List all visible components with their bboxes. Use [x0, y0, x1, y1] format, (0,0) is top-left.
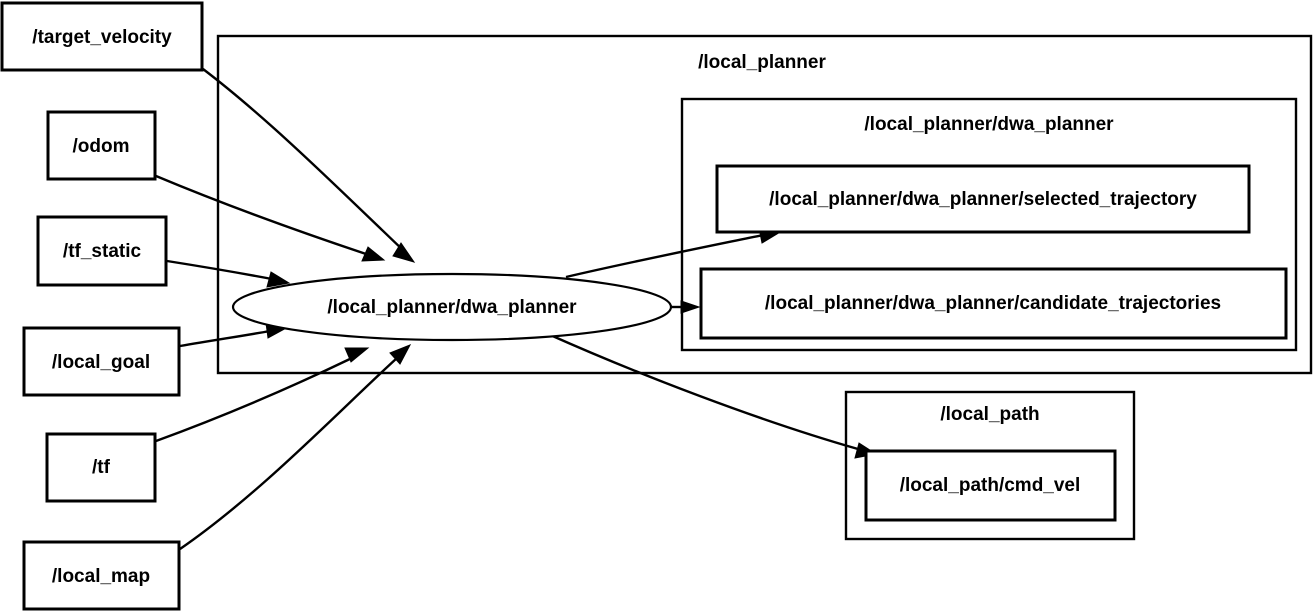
arrowhead-icon — [389, 344, 412, 365]
cluster-dwa-planner-namespace-border — [680, 97, 1298, 352]
topic-node-cmd-vel[interactable]: /local_path/cmd_vel — [864, 449, 1117, 522]
arrowhead-icon — [344, 347, 370, 363]
edge-line — [202, 68, 406, 253]
topic-node-local-map-label: /local_map — [52, 566, 150, 587]
topic-node-target-velocity-box[interactable] — [0, 1, 204, 72]
topic-node-local-goal[interactable]: /local_goal — [22, 326, 181, 397]
topic-node-tf-box[interactable] — [45, 432, 157, 503]
topic-node-selected-trajectory[interactable]: /local_planner/dwa_planner/selected_traj… — [715, 164, 1251, 234]
edge-tf-to-dwa-planner — [155, 347, 370, 443]
topic-node-local-goal-box[interactable] — [22, 326, 181, 397]
topic-node-odom-label: /odom — [73, 136, 130, 157]
topic-node-local-goal-label: /local_goal — [52, 352, 150, 373]
process-node-dwa-planner-label: /local_planner/dwa_planner — [327, 297, 577, 318]
topic-node-tf-static-label: /tf_static — [63, 241, 142, 262]
edge-line — [166, 259, 273, 281]
topic-node-target-velocity[interactable]: /target_velocity — [0, 1, 204, 72]
topic-node-candidate-trajectories-box[interactable] — [699, 267, 1288, 340]
topic-node-cmd-vel-box[interactable] — [864, 449, 1117, 522]
topic-node-tf-static-box[interactable] — [36, 215, 168, 287]
topic-node-odom[interactable]: /odom — [46, 110, 157, 181]
cluster-dwa-planner-namespace-label: /local_planner/dwa_planner — [864, 114, 1114, 135]
cluster-local-path-border — [844, 390, 1136, 541]
topic-node-tf-label: /tf — [92, 457, 111, 478]
edge-odom-to-dwa-planner — [155, 174, 386, 262]
edge-tf-static-to-dwa-planner — [166, 259, 291, 288]
arrowhead-icon — [266, 271, 291, 288]
edge-local-map-to-dwa-planner — [179, 344, 412, 550]
topic-node-selected-trajectory-label: /local_planner/dwa_planner/selected_traj… — [769, 189, 1197, 210]
edge-line — [155, 174, 373, 258]
cluster-local-planner: /local_planner — [216, 34, 1313, 375]
topic-node-tf[interactable]: /tf — [45, 432, 157, 503]
arrowhead-icon — [392, 242, 416, 263]
edge-line — [565, 233, 764, 279]
edge-line — [155, 356, 353, 443]
topic-node-selected-trajectory-box[interactable] — [715, 164, 1251, 234]
edge-target-velocity-to-dwa-planner — [202, 68, 416, 263]
topic-node-cmd-vel-label: /local_path/cmd_vel — [900, 475, 1081, 496]
arrowhead-icon — [680, 300, 701, 314]
cluster-local-planner-label: /local_planner — [698, 52, 826, 73]
topic-node-candidate-trajectories-label: /local_planner/dwa_planner/candidate_tra… — [765, 293, 1221, 314]
cluster-local-path-label: /local_path — [940, 404, 1039, 425]
topic-node-local-map[interactable]: /local_map — [22, 540, 181, 611]
topic-node-target-velocity-label: /target_velocity — [32, 27, 172, 48]
edge-line — [547, 332, 859, 451]
topic-node-local-map-box[interactable] — [22, 540, 181, 611]
cluster-local-planner-border — [216, 34, 1313, 375]
cluster-dwa-planner-namespace: /local_planner/dwa_planner — [680, 97, 1298, 352]
topic-node-odom-box[interactable] — [46, 110, 157, 181]
process-node-dwa-planner-ellipse[interactable] — [231, 272, 673, 342]
edge-line — [179, 357, 398, 550]
process-node-dwa-planner[interactable]: /local_planner/dwa_planner — [231, 272, 673, 342]
topic-node-candidate-trajectories[interactable]: /local_planner/dwa_planner/candidate_tra… — [699, 267, 1288, 340]
edge-line — [179, 329, 271, 348]
arrowhead-icon — [361, 246, 386, 262]
cluster-local-path: /local_path — [844, 390, 1136, 541]
topic-node-tf-static[interactable]: /tf_static — [36, 215, 168, 287]
